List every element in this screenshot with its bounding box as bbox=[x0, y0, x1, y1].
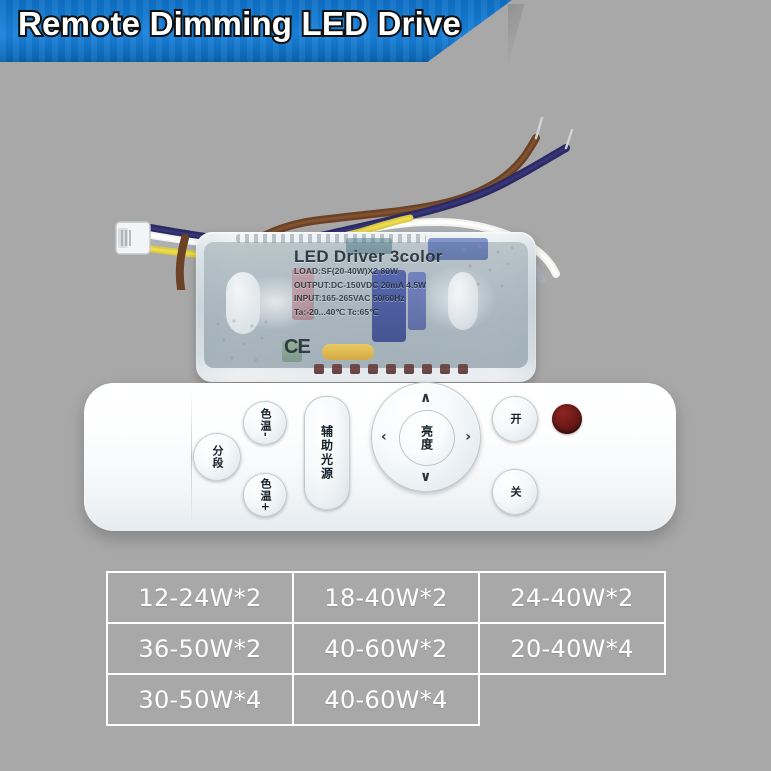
capacitor-blue-large bbox=[372, 270, 406, 342]
segment-button-label: 分段 bbox=[211, 445, 224, 469]
housing-ridges bbox=[236, 234, 426, 243]
color-temp-down-label: 色温- bbox=[259, 408, 272, 438]
spec-cell: 36-50W*2 bbox=[106, 622, 294, 675]
table-row: 36-50W*2 40-60W*2 20-40W*4 bbox=[106, 622, 666, 675]
wattage-spec-table: 12-24W*2 18-40W*2 24-40W*2 36-50W*2 40-6… bbox=[106, 571, 666, 726]
wire-tip-brown bbox=[534, 116, 544, 140]
pin bbox=[404, 364, 414, 374]
pin bbox=[386, 364, 396, 374]
pin bbox=[332, 364, 342, 374]
output-pin-row bbox=[314, 364, 468, 374]
page-title: Remote Dimming LED Drive bbox=[16, 3, 463, 44]
title-banner bbox=[0, 0, 512, 62]
spec-cell: 40-60W*2 bbox=[292, 622, 480, 675]
pin bbox=[350, 364, 360, 374]
pin bbox=[314, 364, 324, 374]
spec-cell-empty bbox=[479, 674, 665, 725]
pin bbox=[422, 364, 432, 374]
color-temp-up-button[interactable]: 色温+ bbox=[243, 473, 287, 517]
wire-tip-blue bbox=[564, 128, 574, 150]
pin bbox=[440, 364, 450, 374]
spec-cell: 24-40W*2 bbox=[478, 571, 666, 624]
component-green bbox=[282, 340, 302, 362]
spec-cell: 12-24W*2 bbox=[106, 571, 294, 624]
wire-brown-lower bbox=[175, 234, 189, 290]
power-off-label: 关 bbox=[509, 486, 522, 498]
spec-cell: 40-60W*4 bbox=[292, 673, 480, 726]
driver-housing: LED Driver 3color LOAD:SF(20-40W)X2 80W … bbox=[196, 232, 536, 382]
auxiliary-light-button[interactable]: 辅助光源 bbox=[304, 396, 350, 510]
table-row: 30-50W*4 40-60W*4 bbox=[106, 673, 665, 726]
spec-cell: 18-40W*2 bbox=[292, 571, 480, 624]
remote-seam-line bbox=[191, 389, 192, 525]
power-on-button[interactable]: 开 bbox=[492, 396, 538, 442]
brightness-label: 亮度 bbox=[419, 425, 434, 451]
jst-connector bbox=[115, 221, 151, 255]
dpad-left-icon[interactable]: ‹ bbox=[381, 429, 387, 445]
power-on-label: 开 bbox=[509, 413, 522, 425]
dpad-control[interactable]: ∧ ∨ ‹ › 亮度 bbox=[371, 382, 481, 492]
dpad-right-icon[interactable]: › bbox=[465, 429, 471, 445]
banner-drop-shadow bbox=[508, 4, 525, 66]
auxiliary-light-label: 辅助光源 bbox=[319, 425, 334, 481]
table-row: 12-24W*2 18-40W*2 24-40W*2 bbox=[106, 571, 666, 624]
power-off-button[interactable]: 关 bbox=[492, 469, 538, 515]
capacitor-yellow bbox=[322, 344, 374, 360]
status-indicator-led bbox=[552, 404, 582, 434]
ce-mark-icon: CE bbox=[284, 336, 311, 358]
capacitor-pink bbox=[292, 268, 314, 320]
capacitor-blue-small bbox=[408, 272, 426, 330]
segment-button[interactable]: 分段 bbox=[193, 433, 241, 481]
pin bbox=[368, 364, 378, 374]
led-driver-module: LED Driver 3color LOAD:SF(20-40W)X2 80W … bbox=[196, 232, 536, 382]
brightness-button[interactable]: 亮度 bbox=[399, 410, 455, 466]
spec-cell: 20-40W*4 bbox=[478, 622, 666, 675]
solder-points-right bbox=[454, 242, 524, 294]
component-teal bbox=[346, 238, 392, 254]
solder-points-left bbox=[208, 316, 278, 368]
pin bbox=[458, 364, 468, 374]
dpad-down-icon[interactable]: ∨ bbox=[420, 469, 432, 485]
dpad-up-icon[interactable]: ∧ bbox=[420, 390, 432, 406]
color-temp-down-button[interactable]: 色温- bbox=[243, 401, 287, 445]
color-temp-up-label: 色温+ bbox=[259, 477, 272, 513]
spec-cell: 30-50W*4 bbox=[106, 673, 294, 726]
